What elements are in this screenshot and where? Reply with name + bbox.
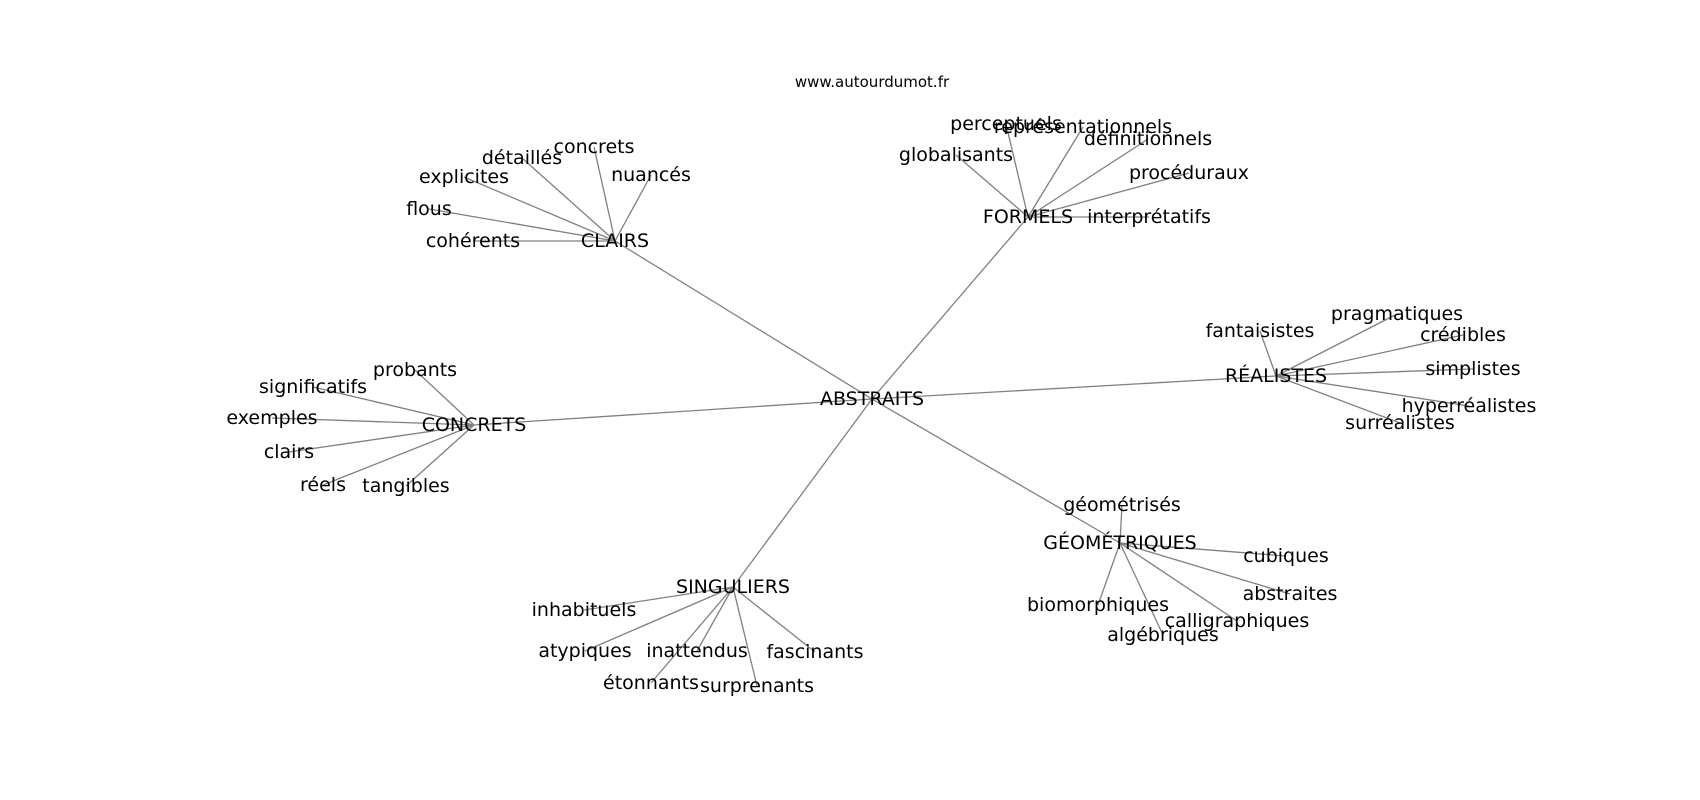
leaf-node-label: inattendus [646, 640, 748, 662]
leaf-node-label: exemples [226, 407, 317, 429]
edge-hub-to-leaf [1027, 126, 1084, 218]
edge-hub-to-leaf [1119, 542, 1238, 622]
leaf-node-label: perceptuels [950, 113, 1062, 135]
edge-hub-to-leaf [271, 417, 475, 426]
edge-hub-to-leaf [593, 146, 616, 242]
leaf-node-label: détaillés [482, 147, 562, 169]
hub-node-label: RÉALISTES [1225, 364, 1327, 387]
leaf-node-label: crédibles [1420, 324, 1506, 346]
leaf-node-label: calligraphiques [1165, 610, 1310, 632]
source-label: www.autourdumot.fr [795, 73, 950, 91]
leaf-node-label: définitionnels [1084, 128, 1212, 150]
edge-hub-to-leaf [1275, 375, 1401, 424]
edge-root-to-hub [871, 398, 1121, 544]
edge-hub-to-leaf [1275, 375, 1470, 407]
hub-node-label: GÉOMÉTRIQUES [1043, 531, 1196, 554]
leaf-node-label: surprenants [700, 675, 814, 697]
edge-hub-to-leaf [1027, 138, 1149, 218]
leaf-node-label: tangibles [362, 475, 449, 497]
edge-hub-to-leaf [584, 586, 734, 652]
leaf-node-label: cubiques [1243, 545, 1329, 567]
leaf-node-label: cohérents [426, 230, 520, 252]
leaf-node-label: clairs [264, 441, 314, 463]
edges [271, 123, 1474, 687]
edge-hub-to-leaf [650, 586, 734, 684]
edge-hub-to-leaf [1119, 542, 1291, 595]
edge-hub-to-leaf [1119, 542, 1164, 636]
edge-hub-to-leaf [414, 369, 475, 426]
leaf-node-label: hyperréalistes [1402, 395, 1537, 417]
leaf-node-label: flous [406, 198, 452, 220]
leaf-node-label: fantaisistes [1206, 320, 1315, 342]
edge-hub-to-leaf [732, 586, 816, 653]
leaf-node-label: inhabituels [532, 599, 637, 621]
leaf-node-label: interprétatifs [1087, 206, 1211, 228]
leaf-node-label: probants [373, 359, 457, 381]
leaf-node-label: globalisants [899, 144, 1013, 166]
edge-hub-to-leaf [1275, 313, 1398, 377]
edge-hub-to-leaf [312, 386, 475, 426]
edge-root-to-hub [871, 375, 1277, 400]
leaf-node-label: significatifs [259, 376, 367, 398]
edge-hub-to-leaf [583, 586, 734, 611]
edge-hub-to-leaf [428, 208, 616, 242]
leaf-node-label: fascinants [766, 641, 863, 663]
edge-hub-to-leaf [322, 424, 475, 486]
edge-hub-to-leaf [405, 424, 475, 487]
hub-node-label: FORMELS [983, 206, 1073, 228]
edge-hub-to-leaf [1005, 123, 1029, 218]
edge-hub-to-leaf [955, 154, 1029, 218]
hub-node-label: CLAIRS [581, 230, 649, 252]
edge-hub-to-leaf [1027, 172, 1190, 218]
edge-root-to-hub [732, 398, 873, 588]
leaf-node-label: procéduraux [1129, 162, 1249, 184]
root-node-label: ABSTRAITS [820, 388, 924, 410]
hub-node-label: CONCRETS [422, 414, 527, 436]
leaf-node-label: simplistes [1425, 358, 1520, 380]
leaf-node-label: algébriques [1107, 624, 1219, 646]
leaf-node-label: pragmatiques [1331, 303, 1463, 325]
leaf-node-label: réels [300, 474, 346, 496]
edge-hub-to-leaf [1275, 368, 1474, 377]
edge-hub-to-leaf [614, 174, 652, 242]
leaf-node-label: représentationnels [994, 116, 1172, 138]
leaf-node-label: abstraites [1243, 583, 1338, 605]
edge-hub-to-leaf [288, 424, 475, 453]
edge-hub-to-leaf [1119, 504, 1123, 544]
leaf-node-label: géométrisés [1063, 494, 1181, 516]
edge-hub-to-leaf [696, 586, 734, 652]
edge-hub-to-leaf [463, 176, 616, 242]
edge-hub-to-leaf [1097, 542, 1121, 606]
edge-hub-to-leaf [521, 157, 616, 242]
edge-hub-to-leaf [732, 586, 758, 687]
leaf-node-label: biomorphiques [1027, 594, 1169, 616]
hub-node-label: SINGULIERS [676, 576, 790, 598]
leaf-node-label: explicites [419, 166, 509, 188]
leaf-node-label: atypiques [538, 640, 631, 662]
edge-root-to-hub [871, 216, 1029, 400]
edge-root-to-hub [614, 240, 873, 400]
edge-hub-to-leaf [1119, 542, 1287, 557]
leaf-node-label: concrets [554, 136, 635, 158]
edge-root-to-hub [473, 398, 873, 426]
leaf-node-label: surréalistes [1345, 412, 1455, 434]
edge-hub-to-leaf [1275, 334, 1464, 377]
leaf-node-label: nuancés [611, 164, 691, 186]
edge-hub-to-leaf [1259, 330, 1277, 377]
leaf-node-label: étonnants [603, 672, 699, 694]
